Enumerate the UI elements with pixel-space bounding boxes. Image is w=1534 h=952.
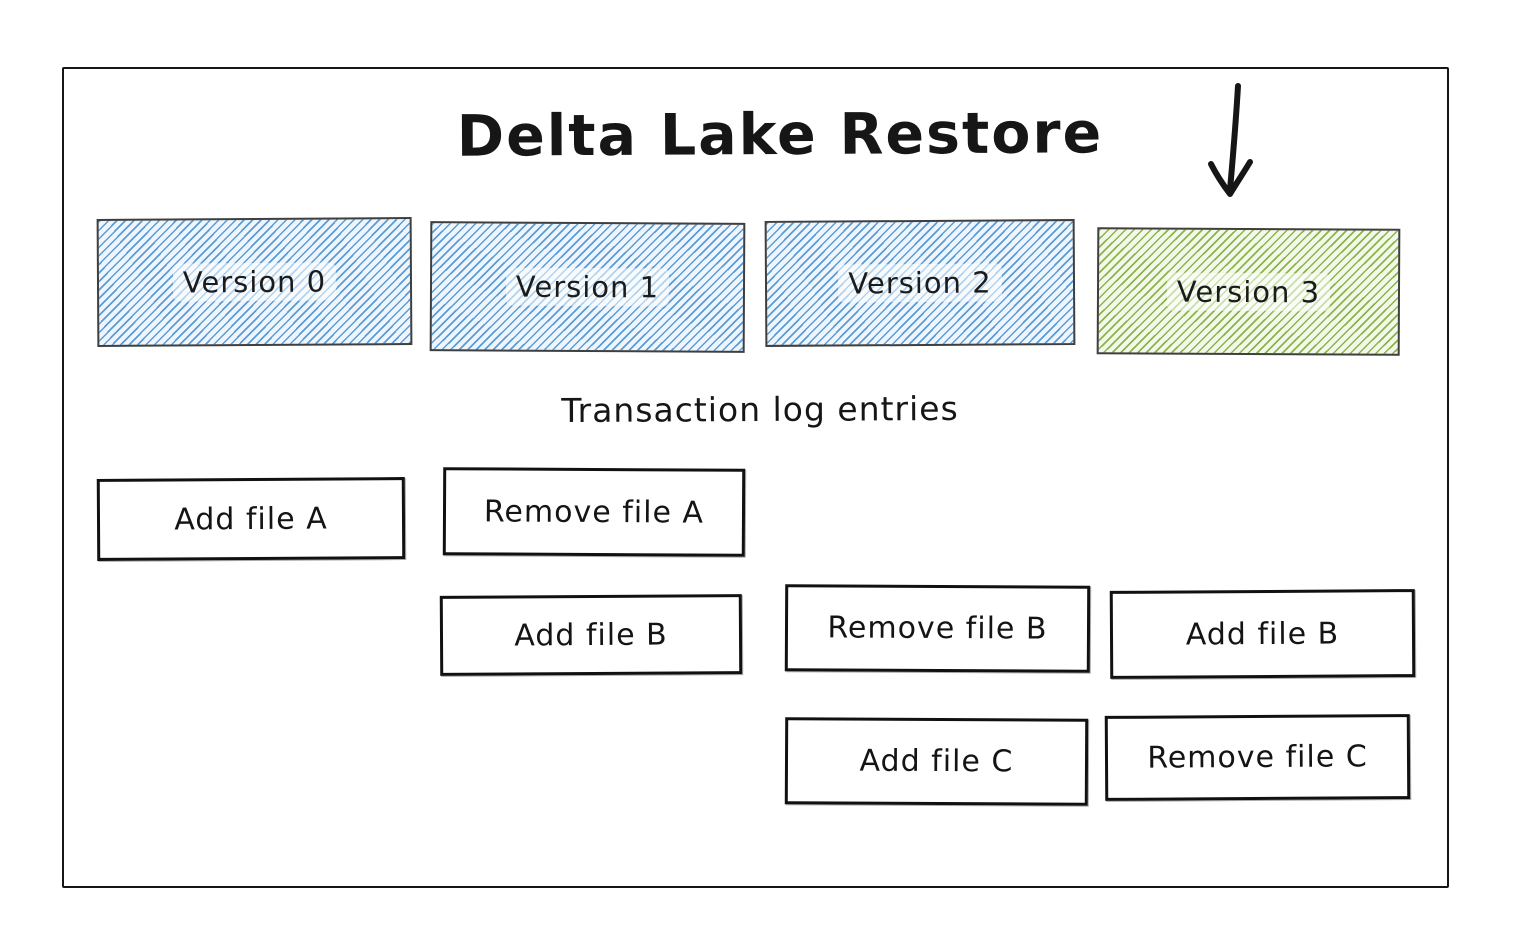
version-label-2: Version 2 [838, 263, 1002, 303]
log-entry-add-file-b-v3: Add file B [1109, 589, 1416, 679]
log-entry-add-file-b-v1: Add file B [439, 594, 743, 676]
log-entry-label: Add file C [859, 743, 1014, 780]
log-entry-add-file-a: Add file A [96, 477, 406, 561]
version-box-2: Version 2 [764, 219, 1076, 347]
log-entry-remove-file-b: Remove file B [784, 584, 1091, 673]
log-entry-label: Add file B [1185, 616, 1340, 652]
version-box-3: Version 3 [1096, 227, 1401, 356]
transaction-log-heading: Transaction log entries [561, 388, 959, 431]
log-entry-label: Add file A [174, 501, 328, 537]
diagram-title: Delta Lake Restore [456, 100, 1104, 170]
version-box-1: Version 1 [429, 221, 746, 353]
log-entry-label: Remove file C [1147, 739, 1368, 776]
log-entry-add-file-c: Add file C [784, 717, 1089, 806]
version-box-0: Version 0 [96, 217, 413, 347]
diagram-frame [62, 67, 1449, 888]
restore-arrow-icon [1208, 83, 1253, 197]
log-entry-remove-file-a: Remove file A [442, 467, 746, 557]
log-entry-label: Remove file B [827, 610, 1048, 647]
log-entry-label: Remove file A [483, 493, 705, 531]
log-entry-remove-file-c: Remove file C [1104, 714, 1411, 801]
version-label-3: Version 3 [1166, 272, 1331, 311]
version-label-0: Version 0 [172, 262, 337, 302]
log-entry-label: Add file B [514, 617, 668, 653]
version-label-1: Version 1 [505, 267, 670, 307]
